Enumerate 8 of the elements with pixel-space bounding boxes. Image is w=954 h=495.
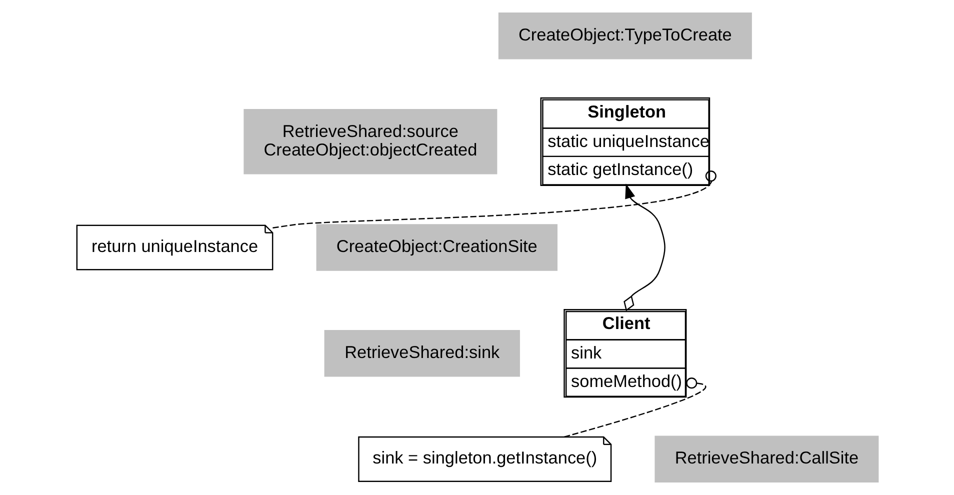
node-box: CreateObject:CreationSite bbox=[316, 224, 557, 271]
connector bbox=[563, 378, 706, 438]
node-box: RetrieveShared:source CreateObject:objectCreated bbox=[243, 109, 497, 174]
connector bbox=[272, 170, 716, 229]
node-box: RetrieveShared:sink bbox=[324, 330, 520, 377]
node-box: CreateObject:TypeToCreate bbox=[498, 12, 752, 60]
arrow bbox=[623, 184, 665, 312]
node-box: RetrieveShared:CallSite bbox=[654, 436, 878, 483]
